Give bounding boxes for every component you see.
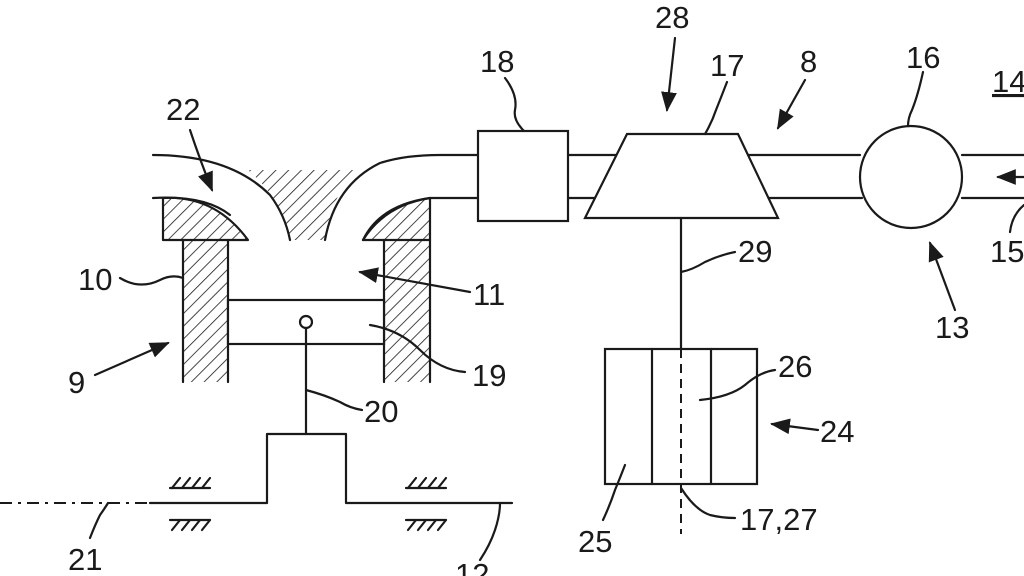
intake-runners: [151, 153, 480, 242]
label-29: 29: [738, 234, 772, 269]
crankshaft: [0, 432, 514, 532]
label-9: 9: [68, 365, 85, 400]
label-18: 18: [480, 44, 514, 79]
reference-numerals: 22 18 28 17 8 16 14 10 11 29 15 13 9 19 …: [68, 0, 1024, 576]
label-25: 25: [578, 524, 612, 559]
label-24: 24: [820, 414, 854, 449]
label-17: 17: [710, 48, 744, 83]
label-10: 10: [78, 262, 112, 297]
label-13: 13: [935, 310, 969, 345]
label-20: 20: [364, 394, 398, 429]
ground-symbol: [404, 476, 448, 532]
cylinder-head: [161, 170, 432, 242]
intake-duct: [566, 153, 1024, 200]
leader-lines: [88, 36, 1024, 562]
label-17-27: 17,27: [740, 502, 818, 537]
piston: [226, 298, 386, 436]
label-15: 15: [990, 234, 1024, 269]
ground-symbol: [168, 476, 212, 532]
label-26: 26: [778, 349, 812, 384]
flow-meter-circle: [858, 124, 964, 230]
label-28: 28: [655, 0, 689, 35]
label-16: 16: [906, 40, 940, 75]
label-21: 21: [68, 542, 102, 576]
label-22: 22: [166, 92, 200, 127]
label-8: 8: [800, 44, 817, 79]
label-19: 19: [472, 358, 506, 393]
label-14: 14: [992, 64, 1024, 99]
compressor-trapezoid: [583, 132, 780, 220]
label-11: 11: [473, 277, 505, 312]
label-12: 12: [455, 557, 489, 576]
component-box-18: [476, 129, 570, 223]
motor-unit-24: [603, 347, 759, 534]
